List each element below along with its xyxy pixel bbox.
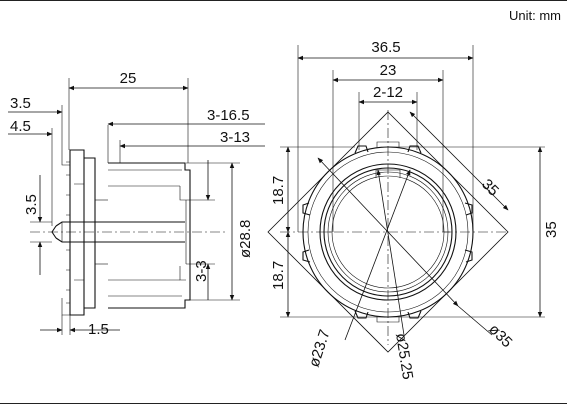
- leader-dia-35: [457, 305, 493, 336]
- label-36-5: 36.5: [371, 39, 400, 56]
- ring-body: [95, 162, 191, 309]
- label-35-right: 35: [543, 221, 560, 238]
- dim-line-35-diag: [409, 111, 509, 211]
- label-dia-35: ø35: [485, 321, 515, 351]
- label-dia-25-25: ø25.25: [392, 332, 416, 381]
- label-3-16-5: 3-16.5: [207, 107, 250, 124]
- label-1-5: 1.5: [88, 321, 109, 338]
- label-18-7-bottom: 18.7: [270, 261, 287, 290]
- label-23: 23: [380, 62, 397, 79]
- label-18-7-top: 18.7: [270, 176, 287, 205]
- label-3-3: 3-3: [193, 260, 210, 282]
- front-view: 36.5 23 2-12 18.7 18.7 35 35 ø35 ø23.7 ø…: [267, 39, 560, 381]
- label-dia-23-7: ø23.7: [306, 328, 334, 370]
- mounting-base: [61, 149, 96, 316]
- side-extension-lines: [30, 78, 240, 335]
- dim-line-dia-25-25: [376, 169, 405, 336]
- label-3-5-top: 3.5: [10, 95, 31, 112]
- dim-line-dia-23-7: [344, 169, 411, 341]
- shaft: [51, 221, 185, 243]
- label-dia-28-8: ø28.8: [237, 220, 254, 258]
- unit-label: Unit: mm: [509, 8, 561, 23]
- label-35-diag: 35: [478, 176, 502, 200]
- label-3-13: 3-13: [220, 129, 250, 146]
- label-4-5: 4.5: [10, 118, 31, 135]
- side-view: 25 3.5 4.5 3-16.5 3-13 3.5 ø28.8 3-3 1.5: [8, 70, 265, 338]
- label-2-12: 2-12: [373, 84, 403, 101]
- label-25: 25: [120, 70, 137, 87]
- label-3-5-left: 3.5: [23, 194, 40, 215]
